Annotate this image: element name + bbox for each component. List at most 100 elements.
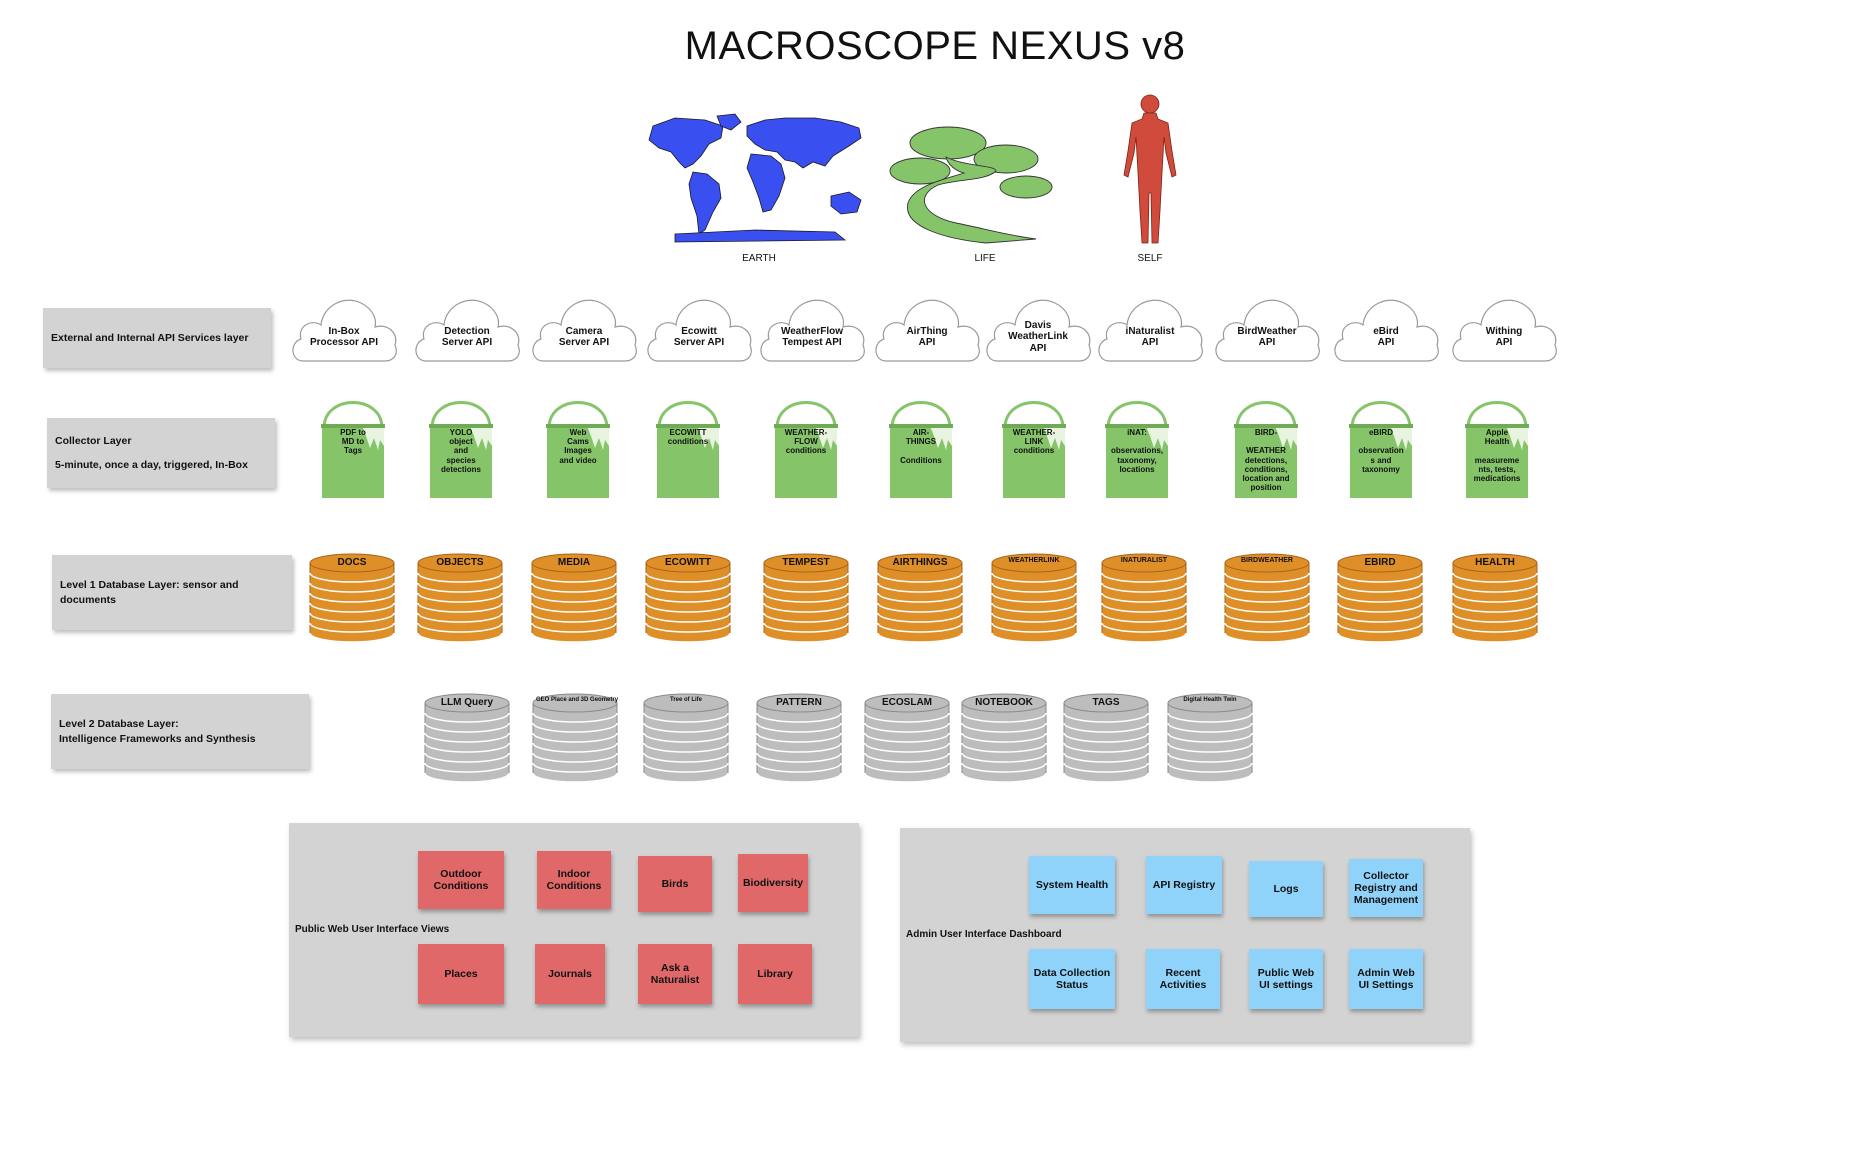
public-view-places[interactable]: Places xyxy=(418,944,504,1004)
level2-layer-label: Level 2 Database Layer: Intelligence Fra… xyxy=(51,694,309,769)
api-cloud-birdweather-api: BirdWeather API xyxy=(1210,295,1324,365)
admin-item-recent-activities[interactable]: Recent Activities xyxy=(1146,949,1220,1009)
level2-db-tags: TAGS xyxy=(1063,692,1149,784)
collector-bucket: WEATHER- FLOW conditions xyxy=(771,390,841,502)
api-cloud-label: iNaturalist API xyxy=(1125,325,1175,349)
level2-db-label: GEO Place and 3D Geometry xyxy=(536,697,619,703)
api-layer-label: External and Internal API Services layer xyxy=(43,308,271,368)
api-cloud-detection-server-api: Detection Server API xyxy=(410,295,524,365)
api-cloud-davis-weatherlink-api: Davis WeatherLink API xyxy=(981,295,1095,365)
api-cloud-label: Ecowitt Server API xyxy=(673,325,725,349)
collector-bucket-label: Apple Health measureme nts, tests, medic… xyxy=(1473,428,1521,483)
api-cloud-label: Detection Server API xyxy=(441,325,493,349)
human-figure-icon xyxy=(1118,93,1182,252)
api-cloud-ebird-api: eBird API xyxy=(1329,295,1443,365)
level2-db-tree-of-life: Tree of Life xyxy=(643,692,729,784)
admin-item-public-web-ui-settings[interactable]: Public Web UI settings xyxy=(1249,949,1323,1009)
level1-db-birdweather: BIRDWEATHER xyxy=(1224,552,1310,644)
admin-item-collector-registry-and-management[interactable]: Collector Registry and Management xyxy=(1349,859,1423,917)
api-cloud-ecowitt-server-api: Ecowitt Server API xyxy=(642,295,756,365)
api-cloud-weatherflow-tempest-api: WeatherFlow Tempest API xyxy=(755,295,869,365)
api-cloud-label: Camera Server API xyxy=(558,325,610,349)
admin-ui-panel: Admin User Interface Dashboard System He… xyxy=(900,828,1470,1042)
level2-db-digital-health-twin: Digital Health Twin xyxy=(1167,692,1253,784)
collector-layer-sublabel: 5-minute, once a day, triggered, In-Box xyxy=(55,459,248,471)
level2-db-llm-query: LLM Query xyxy=(424,692,510,784)
level1-db-health: HEALTH xyxy=(1452,552,1538,644)
level1-db-label: DOCS xyxy=(337,557,367,568)
collector-bucket-label: Web Cams Images and video xyxy=(559,428,597,465)
api-cloud-label: eBird API xyxy=(1373,325,1399,349)
level1-db-objects: OBJECTS xyxy=(417,552,503,644)
public-view-indoor-conditions[interactable]: Indoor Conditions xyxy=(537,851,611,909)
public-view-library[interactable]: Library xyxy=(738,944,812,1004)
collector-bucket: YOLO object and species detections xyxy=(426,390,496,502)
collector-bucket: ECOWITT conditions xyxy=(653,390,723,502)
collector-bucket-label: eBIRD observation s and taxonomy xyxy=(1358,428,1404,474)
level1-db-inaturalist: INATURALIST xyxy=(1101,552,1187,644)
public-panel-title: Public Web User Interface Views xyxy=(295,924,450,935)
admin-item-data-collection-status[interactable]: Data Collection Status xyxy=(1029,949,1115,1009)
bonsai-tree-icon xyxy=(886,115,1058,250)
collector-bucket: Apple Health measureme nts, tests, medic… xyxy=(1462,390,1532,502)
api-cloud-in-box-processor-api: In-Box Processor API xyxy=(287,295,401,365)
collector-bucket: WEATHER- LINK conditions xyxy=(999,390,1069,502)
admin-panel-title: Admin User Interface Dashboard xyxy=(906,929,1062,940)
level2-db-label: Tree of Life xyxy=(669,697,702,703)
collector-bucket-label: ECOWITT conditions xyxy=(667,428,709,447)
level2-db-notebook: NOTEBOOK xyxy=(961,692,1047,784)
level1-db-label: OBJECTS xyxy=(436,557,484,568)
level1-db-label: EBIRD xyxy=(1364,557,1396,568)
level2-db-geo-place-and-3d-geometry: GEO Place and 3D Geometry xyxy=(532,692,618,784)
level2-db-ecoslam: ECOSLAM xyxy=(864,692,950,784)
level2-db-pattern: PATTERN xyxy=(756,692,842,784)
collector-bucket: PDF to MD to Tags xyxy=(318,390,388,502)
collector-bucket: Web Cams Images and video xyxy=(543,390,613,502)
collector-layer-label-text: Collector Layer xyxy=(55,434,132,447)
level2-db-label: PATTERN xyxy=(776,697,822,708)
api-cloud-label: WeatherFlow Tempest API xyxy=(780,325,844,349)
level1-db-weatherlink: WEATHERLINK xyxy=(991,552,1077,644)
public-view-biodiversity[interactable]: Biodiversity xyxy=(738,854,808,912)
api-cloud-camera-server-api: Camera Server API xyxy=(527,295,641,365)
earth-label: EARTH xyxy=(742,253,776,264)
level1-layer-label: Level 1 Database Layer: sensor and docum… xyxy=(52,555,292,630)
public-view-outdoor-conditions[interactable]: Outdoor Conditions xyxy=(418,851,504,909)
collector-bucket-label: WEATHER- LINK conditions xyxy=(1012,428,1056,456)
admin-item-logs[interactable]: Logs xyxy=(1249,861,1323,917)
api-cloud-withing-api: Withing API xyxy=(1447,295,1561,365)
level1-db-ebird: EBIRD xyxy=(1337,552,1423,644)
collector-bucket: iNAT: observations, taxonomy, locations xyxy=(1102,390,1172,502)
public-view-journals[interactable]: Journals xyxy=(535,944,605,1004)
public-view-ask-a-naturalist[interactable]: Ask a Naturalist xyxy=(638,944,712,1004)
admin-item-api-registry[interactable]: API Registry xyxy=(1146,856,1222,914)
collector-bucket-label: WEATHER- FLOW conditions xyxy=(784,428,828,456)
level1-db-label: AIRTHINGS xyxy=(892,557,948,568)
api-cloud-label: BirdWeather API xyxy=(1237,325,1297,349)
level1-db-label: MEDIA xyxy=(557,557,591,568)
collector-bucket-label: iNAT: observations, taxonomy, locations xyxy=(1110,428,1163,474)
public-web-ui-panel: Public Web User Interface Views Outdoor … xyxy=(289,823,859,1037)
public-view-birds[interactable]: Birds xyxy=(638,856,712,912)
level1-db-docs: DOCS xyxy=(309,552,395,644)
api-cloud-label: In-Box Processor API xyxy=(310,325,378,349)
level1-db-label: BIRDWEATHER xyxy=(1241,557,1293,564)
collector-bucket: BIRD- WEATHER detections, conditions, lo… xyxy=(1231,390,1301,502)
collector-bucket: eBIRD observation s and taxonomy xyxy=(1346,390,1416,502)
admin-item-admin-web-ui-settings[interactable]: Admin Web UI Settings xyxy=(1349,949,1423,1009)
level1-db-label: INATURALIST xyxy=(1120,557,1168,564)
level2-db-label: ECOSLAM xyxy=(882,697,932,708)
collector-bucket-label: BIRD- WEATHER detections, conditions, lo… xyxy=(1242,428,1290,493)
world-map-icon xyxy=(635,112,875,249)
collector-bucket-label: YOLO object and species detections xyxy=(440,428,481,474)
level2-db-label: TAGS xyxy=(1092,697,1120,708)
level1-db-ecowitt: ECOWITT xyxy=(645,552,731,644)
collector-layer-label: Collector Layer 5-minute, once a day, tr… xyxy=(47,418,275,488)
api-cloud-inaturalist-api: iNaturalist API xyxy=(1093,295,1207,365)
api-layer-label-text: External and Internal API Services layer xyxy=(51,331,249,344)
level1-db-tempest: TEMPEST xyxy=(763,552,849,644)
level1-layer-label-text: Level 1 Database Layer: sensor and docum… xyxy=(60,579,239,606)
collector-bucket-label: PDF to MD to Tags xyxy=(340,428,366,456)
level2-layer-label-text: Level 2 Database Layer: Intelligence Fra… xyxy=(59,718,256,745)
admin-item-system-health[interactable]: System Health xyxy=(1029,856,1115,914)
